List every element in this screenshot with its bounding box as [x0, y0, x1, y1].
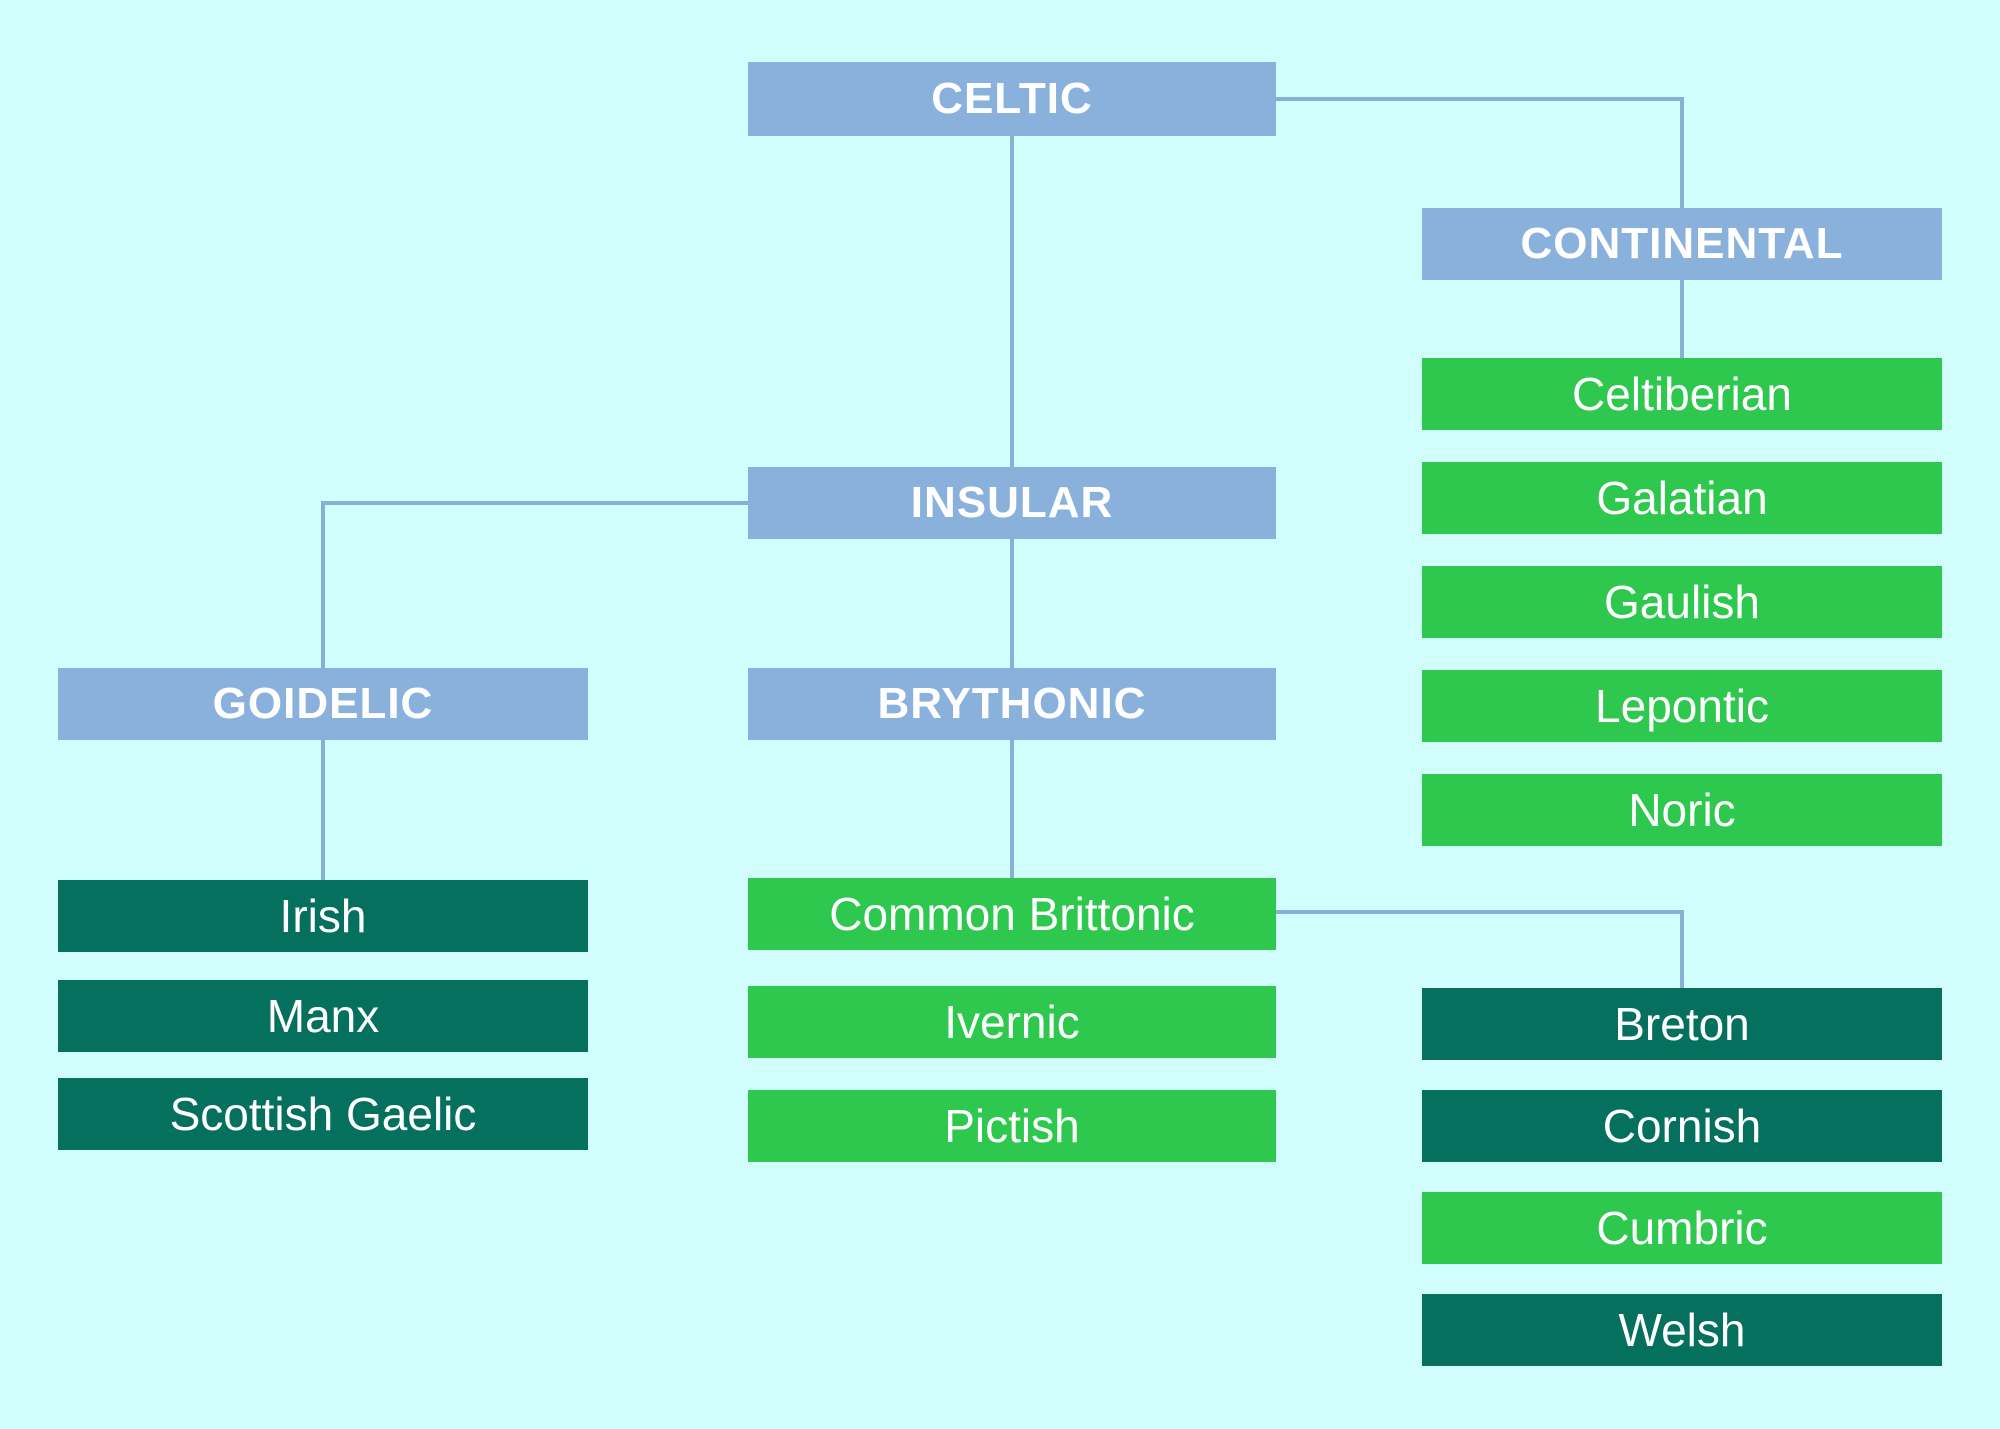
- node-brythonic: BRYTHONIC: [748, 668, 1276, 740]
- connector-brythonic-common-brittonic: [1010, 740, 1014, 878]
- connector-continental-celtiberian: [1680, 280, 1684, 358]
- node-galatian: Galatian: [1422, 462, 1942, 534]
- node-cumbric: Cumbric: [1422, 1192, 1942, 1264]
- node-gaulish: Gaulish: [1422, 566, 1942, 638]
- node-celtiberian: Celtiberian: [1422, 358, 1942, 430]
- node-celtic: CELTIC: [748, 62, 1276, 136]
- node-breton: Breton: [1422, 988, 1942, 1060]
- node-common-brittonic: Common Brittonic: [748, 878, 1276, 950]
- node-scottish-gaelic: Scottish Gaelic: [58, 1078, 588, 1150]
- connector-celtic-continental-vertical: [1680, 97, 1684, 208]
- connector-common-brittonic-breton-vertical: [1680, 910, 1684, 988]
- connector-insular-brythonic: [1010, 539, 1014, 668]
- node-continental: CONTINENTAL: [1422, 208, 1942, 280]
- node-irish: Irish: [58, 880, 588, 952]
- connector-common-brittonic-breton-horizontal: [1276, 910, 1684, 914]
- node-noric: Noric: [1422, 774, 1942, 846]
- node-manx: Manx: [58, 980, 588, 1052]
- node-welsh: Welsh: [1422, 1294, 1942, 1366]
- connector-celtic-continental-horizontal: [1276, 97, 1684, 101]
- node-ivernic: Ivernic: [748, 986, 1276, 1058]
- connector-insular-goidelic-vertical: [321, 501, 325, 668]
- connector-insular-goidelic-horizontal: [323, 501, 748, 505]
- connector-celtic-insular: [1010, 136, 1014, 467]
- node-goidelic: GOIDELIC: [58, 668, 588, 740]
- node-insular: INSULAR: [748, 467, 1276, 539]
- node-pictish: Pictish: [748, 1090, 1276, 1162]
- node-cornish: Cornish: [1422, 1090, 1942, 1162]
- node-lepontic: Lepontic: [1422, 670, 1942, 742]
- connector-goidelic-irish: [321, 740, 325, 880]
